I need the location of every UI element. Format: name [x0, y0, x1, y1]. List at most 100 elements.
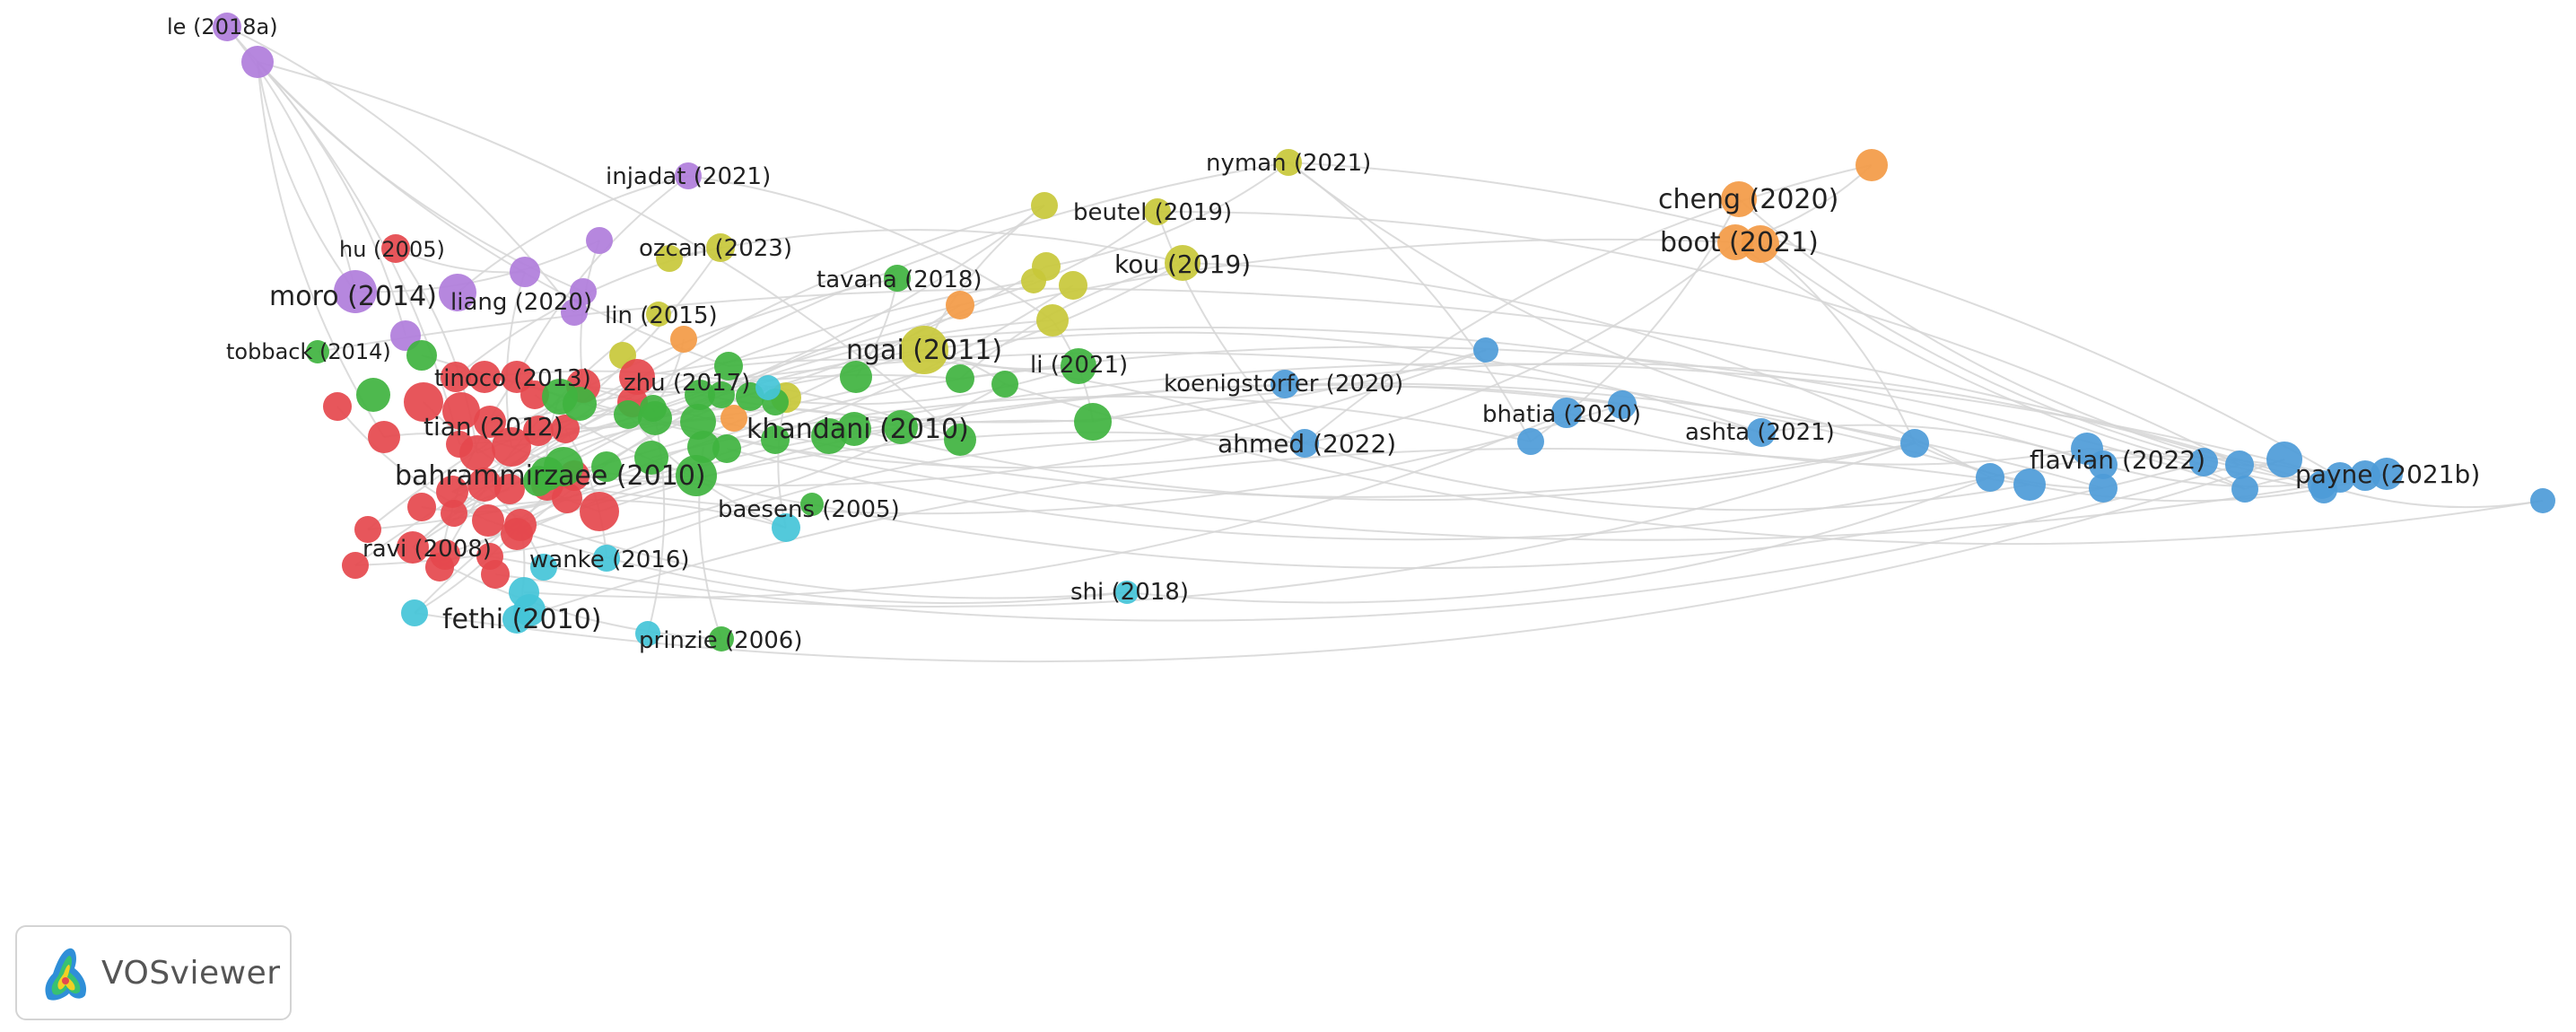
node[interactable] — [591, 451, 622, 482]
node-label[interactable]: hu (2005) — [339, 237, 445, 262]
node[interactable] — [1059, 271, 1087, 300]
node[interactable] — [1074, 403, 1112, 441]
node[interactable] — [342, 552, 369, 579]
node-label[interactable]: shi (2018) — [1070, 579, 1189, 606]
node-tobback-2014[interactable] — [306, 340, 329, 363]
node-label[interactable]: tian (2012) — [424, 412, 563, 442]
node-kou-2019[interactable] — [1165, 245, 1201, 281]
node[interactable] — [1608, 390, 1637, 419]
node-khandani-2010[interactable] — [837, 412, 871, 446]
node[interactable] — [368, 421, 400, 453]
node-label[interactable]: prinzie (2006) — [639, 627, 802, 654]
node-fethi-2010[interactable] — [502, 605, 531, 634]
node-bahrammirzaee-2010[interactable] — [467, 468, 502, 502]
node[interactable] — [1856, 149, 1888, 181]
node[interactable] — [2089, 450, 2118, 479]
node[interactable] — [2089, 474, 2118, 503]
node[interactable] — [638, 401, 672, 435]
node-label[interactable]: baesens (2005) — [718, 496, 900, 523]
node[interactable] — [580, 492, 619, 531]
node-bhatia-2020[interactable] — [1551, 398, 1582, 428]
node[interactable] — [404, 382, 443, 422]
node[interactable] — [761, 425, 790, 454]
node-li-2021[interactable] — [1061, 348, 1096, 384]
node[interactable] — [552, 483, 582, 513]
vosviewer-badge[interactable]: VOSviewer — [15, 925, 292, 1020]
node[interactable] — [570, 278, 597, 305]
node-label[interactable]: ozcan (2023) — [639, 235, 792, 262]
node-label[interactable]: liang (2020) — [450, 289, 592, 316]
node-label[interactable]: ahmed (2022) — [1218, 429, 1396, 459]
node-label[interactable]: beutel (2019) — [1073, 199, 1232, 226]
node-label[interactable]: payne (2021b) — [2295, 459, 2480, 489]
node[interactable] — [441, 500, 467, 527]
node-hu-2005[interactable] — [381, 234, 410, 263]
node-payne-2021b[interactable] — [2371, 458, 2403, 490]
node-le-2018a[interactable] — [213, 13, 241, 41]
node-label[interactable]: moro (2014) — [269, 281, 437, 312]
node-label[interactable]: li (2021) — [1030, 352, 1128, 379]
node[interactable] — [2266, 442, 2302, 477]
node[interactable] — [563, 387, 597, 421]
node[interactable] — [840, 361, 872, 393]
node[interactable] — [354, 516, 381, 543]
node[interactable] — [501, 518, 533, 550]
node-liang-2020[interactable] — [439, 274, 476, 311]
node-zhu-2017[interactable] — [614, 400, 642, 429]
node[interactable] — [2310, 477, 2337, 503]
node[interactable] — [634, 441, 668, 475]
node[interactable] — [1036, 304, 1069, 337]
node[interactable] — [401, 599, 428, 626]
node-moro-2014[interactable] — [334, 270, 377, 313]
node-label[interactable]: nyman (2021) — [1206, 150, 1371, 177]
node-label[interactable]: tinoco (2013) — [434, 365, 591, 392]
node-tian-2012[interactable] — [492, 427, 531, 467]
node[interactable] — [510, 257, 540, 287]
node[interactable] — [241, 46, 274, 78]
node[interactable] — [407, 493, 436, 521]
node[interactable] — [459, 435, 495, 471]
node[interactable] — [755, 375, 781, 400]
node[interactable] — [1742, 225, 1779, 263]
node[interactable] — [884, 410, 918, 444]
node-beutel-2019[interactable] — [1144, 198, 1171, 225]
node-label[interactable]: tavana (2018) — [816, 267, 982, 293]
node[interactable] — [544, 447, 583, 486]
node[interactable] — [946, 291, 974, 319]
node-label[interactable]: le (2018a) — [167, 14, 278, 39]
node[interactable] — [523, 415, 554, 446]
node[interactable] — [530, 554, 557, 581]
node[interactable] — [586, 227, 613, 254]
node[interactable] — [1031, 192, 1058, 219]
node[interactable] — [551, 415, 580, 443]
node[interactable] — [442, 392, 480, 430]
node[interactable] — [474, 406, 506, 438]
node[interactable] — [2530, 488, 2555, 513]
node[interactable] — [685, 380, 715, 410]
node[interactable] — [481, 560, 510, 589]
node-label[interactable]: fethi (2010) — [442, 604, 601, 635]
node-ashta-2021[interactable] — [1747, 418, 1776, 447]
node-label[interactable]: cheng (2020) — [1658, 184, 1838, 215]
node-label[interactable]: ngai (2011) — [846, 335, 1002, 366]
node[interactable] — [1473, 337, 1498, 363]
node[interactable] — [2189, 448, 2218, 477]
node-label[interactable]: flavian (2022) — [2030, 445, 2205, 475]
node-label[interactable]: kou (2019) — [1114, 249, 1251, 279]
node[interactable] — [680, 404, 716, 440]
node-nyman-2021[interactable] — [1275, 149, 1302, 176]
node-label[interactable]: ravi (2008) — [362, 536, 492, 563]
node[interactable] — [323, 392, 352, 421]
node-label[interactable]: bahrammirzaee (2010) — [395, 460, 706, 492]
node-koenigstorfer-2020[interactable] — [1271, 370, 1299, 398]
node[interactable] — [520, 380, 549, 409]
node-baesens-2005[interactable] — [800, 493, 824, 516]
node-tavana-2018[interactable] — [884, 265, 911, 292]
node[interactable] — [472, 504, 504, 537]
node-cheng-2020[interactable] — [1721, 181, 1757, 217]
node[interactable] — [619, 359, 655, 395]
node-ngai-2011[interactable] — [900, 326, 948, 374]
node[interactable] — [2013, 468, 2046, 501]
node[interactable] — [441, 362, 471, 392]
